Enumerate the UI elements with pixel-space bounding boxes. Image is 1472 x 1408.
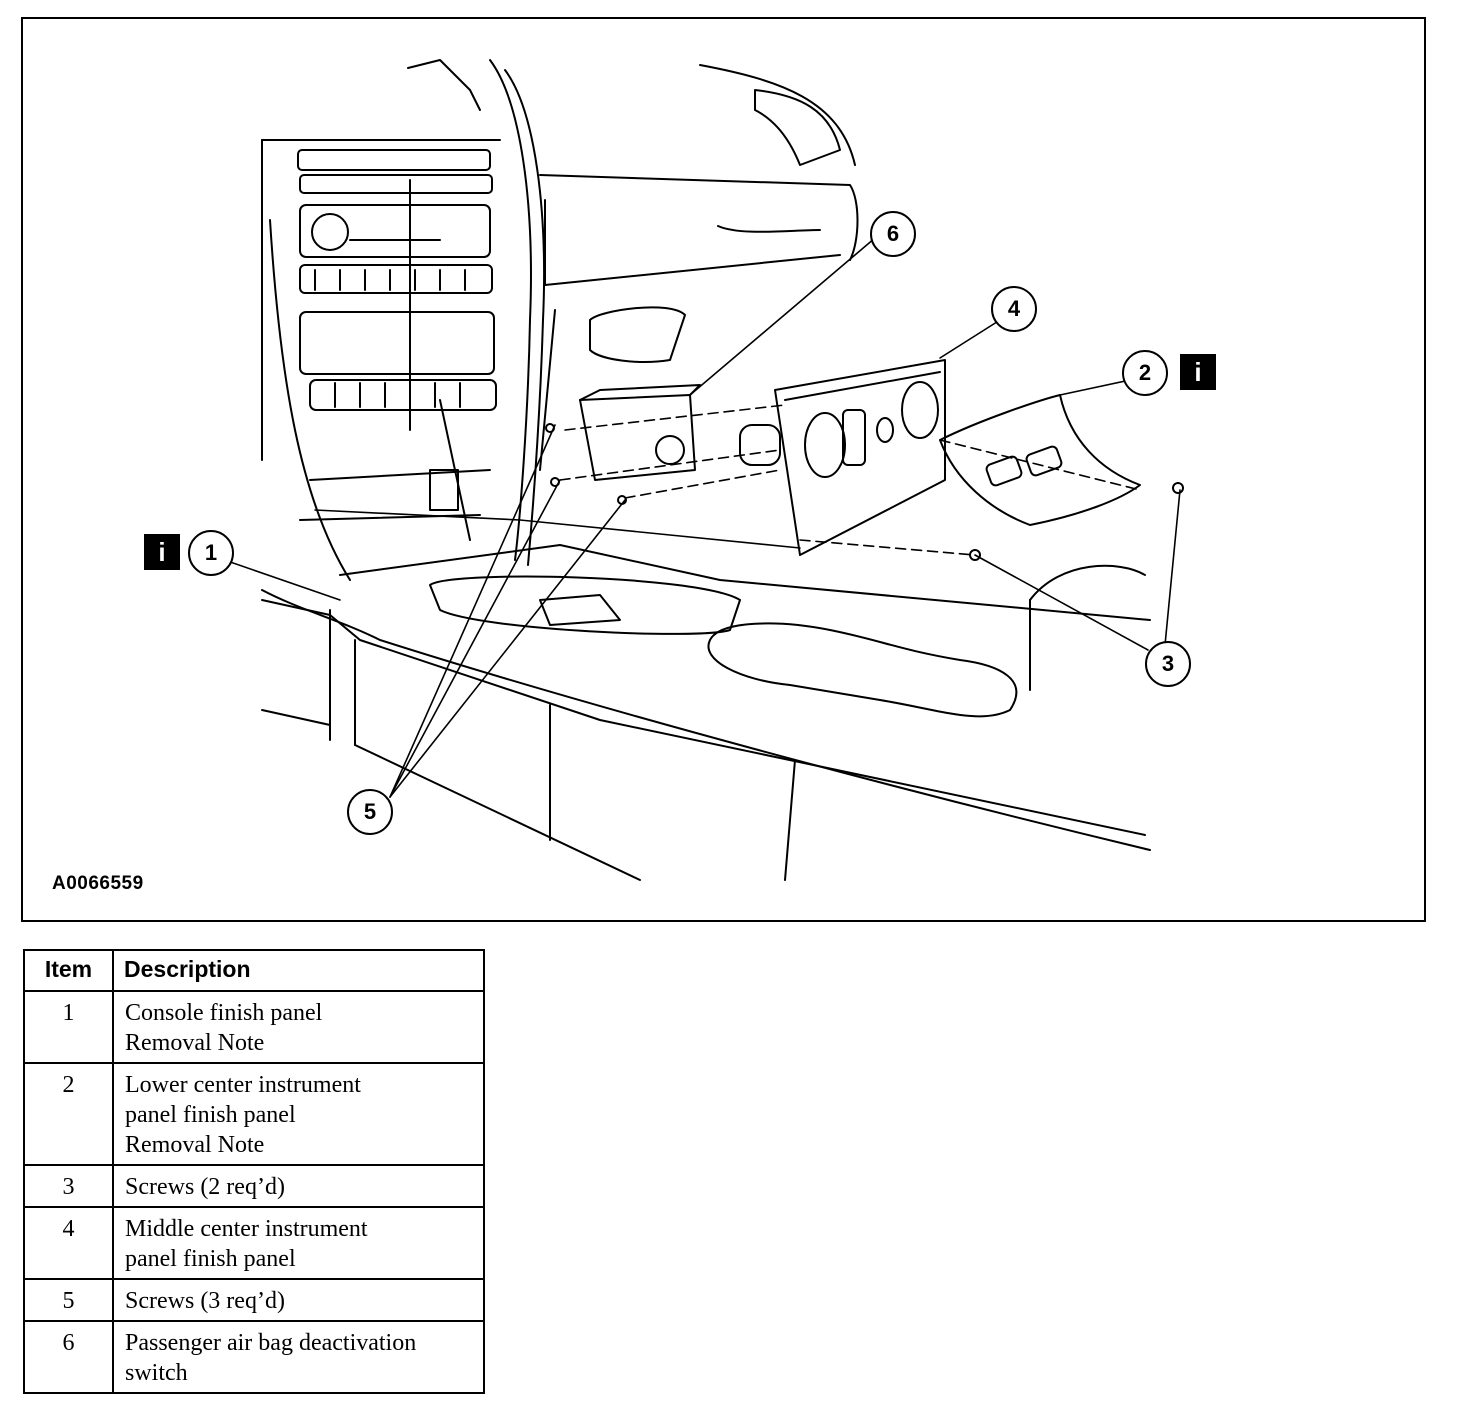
callout-4: 4 (991, 286, 1037, 332)
parts-table: Item Description 1 Console finish panel … (23, 949, 485, 1394)
figure-id: A0066559 (52, 873, 144, 894)
description-line: Lower center instrument (125, 1072, 361, 1098)
airbag-switch-part (579, 384, 781, 481)
description-line: Screws (3 req’d) (125, 1288, 285, 1314)
screws (545, 423, 1184, 561)
dash-frame (261, 59, 546, 581)
middle-finish-panel (774, 359, 946, 556)
figure-frame (21, 17, 1426, 922)
item-description: Lower center instrument panel finish pan… (112, 1062, 485, 1166)
description-line: Middle center instrument (125, 1216, 368, 1242)
column-header-item: Item (23, 949, 114, 992)
table-row: 4 Middle center instrument panel finish … (23, 1206, 485, 1280)
item-description: Screws (3 req’d) (112, 1278, 485, 1322)
callout-3: 3 (1145, 641, 1191, 687)
callout-number: 1 (188, 530, 234, 576)
item-number: 5 (23, 1278, 114, 1322)
table-row: 6 Passenger air bag deactivation switch (23, 1320, 485, 1394)
item-description: Console finish panel Removal Note (112, 990, 485, 1064)
table-row: 2 Lower center instrument panel finish p… (23, 1062, 485, 1166)
table-header-row: Item Description (23, 949, 485, 992)
info-icon: i (1180, 354, 1216, 390)
callout-2: 2 i (1122, 350, 1222, 396)
description-line: Removal Note (125, 1030, 265, 1056)
description-line: Passenger air bag deactivation (125, 1330, 417, 1356)
description-line: Screws (2 req’d) (125, 1174, 285, 1200)
callout-5: 5 (347, 789, 393, 835)
item-number: 3 (23, 1164, 114, 1208)
description-line: panel finish panel (125, 1102, 296, 1128)
table-row: 3 Screws (2 req’d) (23, 1164, 485, 1208)
console-part (261, 544, 1151, 881)
passenger-dash (539, 64, 859, 471)
callout-6: 6 (870, 211, 916, 257)
column-header-description: Description (112, 949, 485, 992)
lower-finish-panel (939, 394, 1141, 526)
callout-1: i 1 (144, 530, 244, 576)
exploded-view-illustration (209, 59, 1184, 881)
callout-number: 2 (1122, 350, 1168, 396)
info-icon: i (144, 534, 180, 570)
item-description: Screws (2 req’d) (112, 1164, 485, 1208)
description-line: panel finish panel (125, 1246, 296, 1272)
radio-stack (297, 149, 497, 541)
item-number: 2 (23, 1062, 114, 1166)
item-description: Middle center instrument panel finish pa… (112, 1206, 485, 1280)
item-number: 1 (23, 990, 114, 1064)
description-line: Removal Note (125, 1132, 265, 1158)
item-description: Passenger air bag deactivation switch (112, 1320, 485, 1394)
table-row: 5 Screws (3 req’d) (23, 1278, 485, 1322)
description-line: switch (125, 1360, 188, 1386)
description-line: Console finish panel (125, 1000, 323, 1026)
table-row: 1 Console finish panel Removal Note (23, 990, 485, 1064)
item-number: 4 (23, 1206, 114, 1280)
item-number: 6 (23, 1320, 114, 1394)
